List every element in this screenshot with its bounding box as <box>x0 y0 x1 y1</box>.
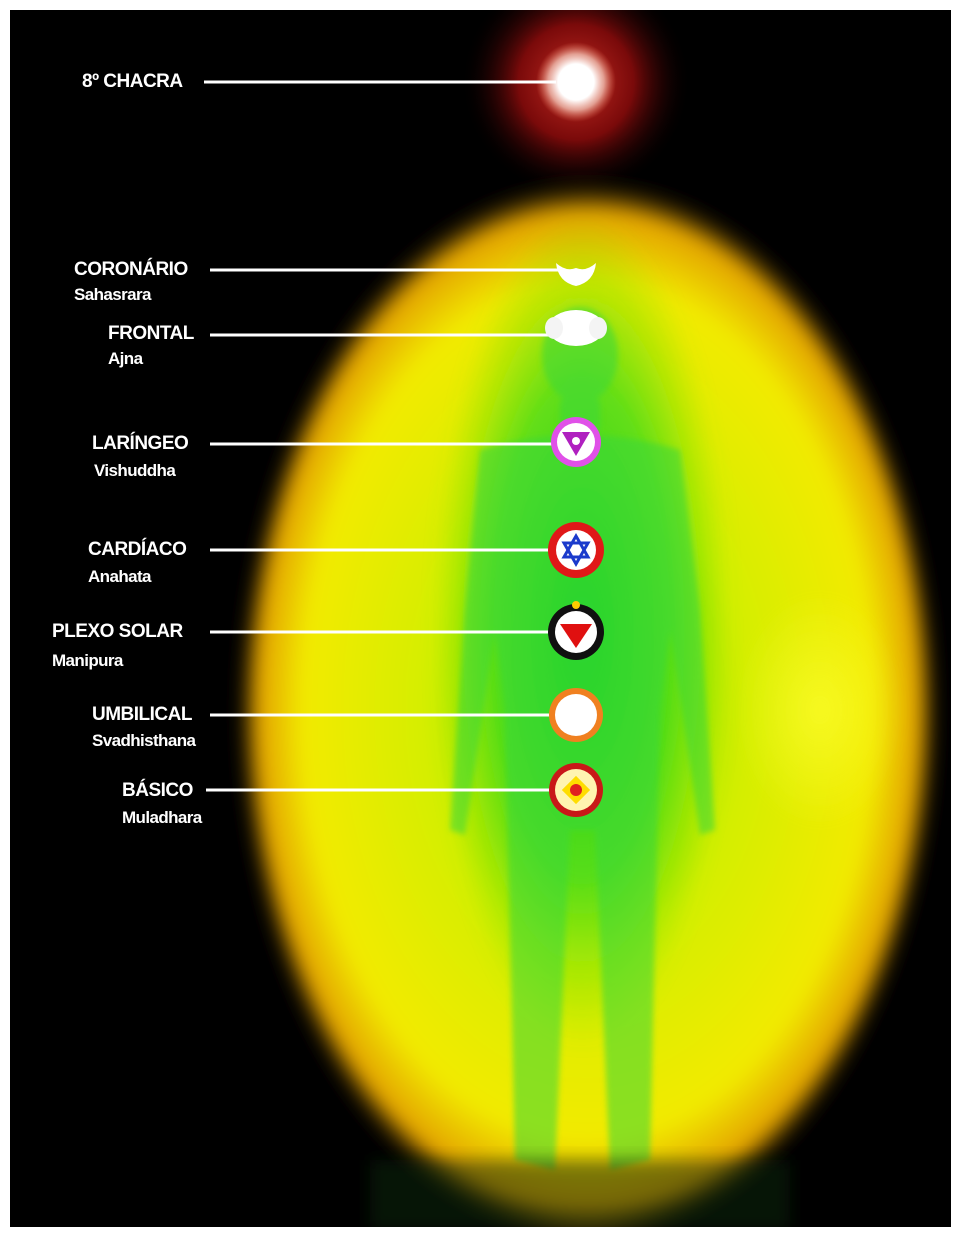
white-lotus-icon <box>545 310 607 346</box>
throat-triangle-icon <box>551 417 601 467</box>
label-muladhara: Muladhara <box>122 808 202 827</box>
label-manipura: Manipura <box>52 651 123 670</box>
white-star-glow-icon <box>536 42 616 122</box>
label-umbilical: UMBILICAL <box>92 704 192 725</box>
label-frontal: FRONTAL <box>108 323 194 344</box>
ground-shadow <box>370 1160 790 1227</box>
label-anahata: Anahata <box>88 567 151 586</box>
label-cardiaco: CARDÍACO <box>88 539 187 560</box>
label-vishuddha: Vishuddha <box>94 461 176 480</box>
chakra-diagram: 8º CHACRA CORONÁRIO Sahasrara FRONTAL Aj… <box>10 10 951 1227</box>
heart-hexagram-icon <box>548 522 604 578</box>
label-laringeo: LARÍNGEO <box>92 433 189 454</box>
label-ajna: Ajna <box>108 349 143 368</box>
sacral-circle-icon <box>549 688 603 742</box>
leader-lines <box>204 80 562 792</box>
label-plexo-solar: PLEXO SOLAR <box>52 621 183 642</box>
label-svadhisthana: Svadhisthana <box>92 731 196 750</box>
label-basico: BÁSICO <box>122 780 193 801</box>
label-sahasrara: Sahasrara <box>74 285 151 304</box>
label-eighth-chakra: 8º CHACRA <box>82 71 183 92</box>
crown-lotus-icon <box>556 263 596 286</box>
label-coronario: CORONÁRIO <box>74 259 188 280</box>
aura-highlight <box>735 590 905 830</box>
root-square-icon <box>549 763 603 817</box>
solar-triangle-icon <box>548 601 604 660</box>
aura-illustration <box>204 10 943 1227</box>
